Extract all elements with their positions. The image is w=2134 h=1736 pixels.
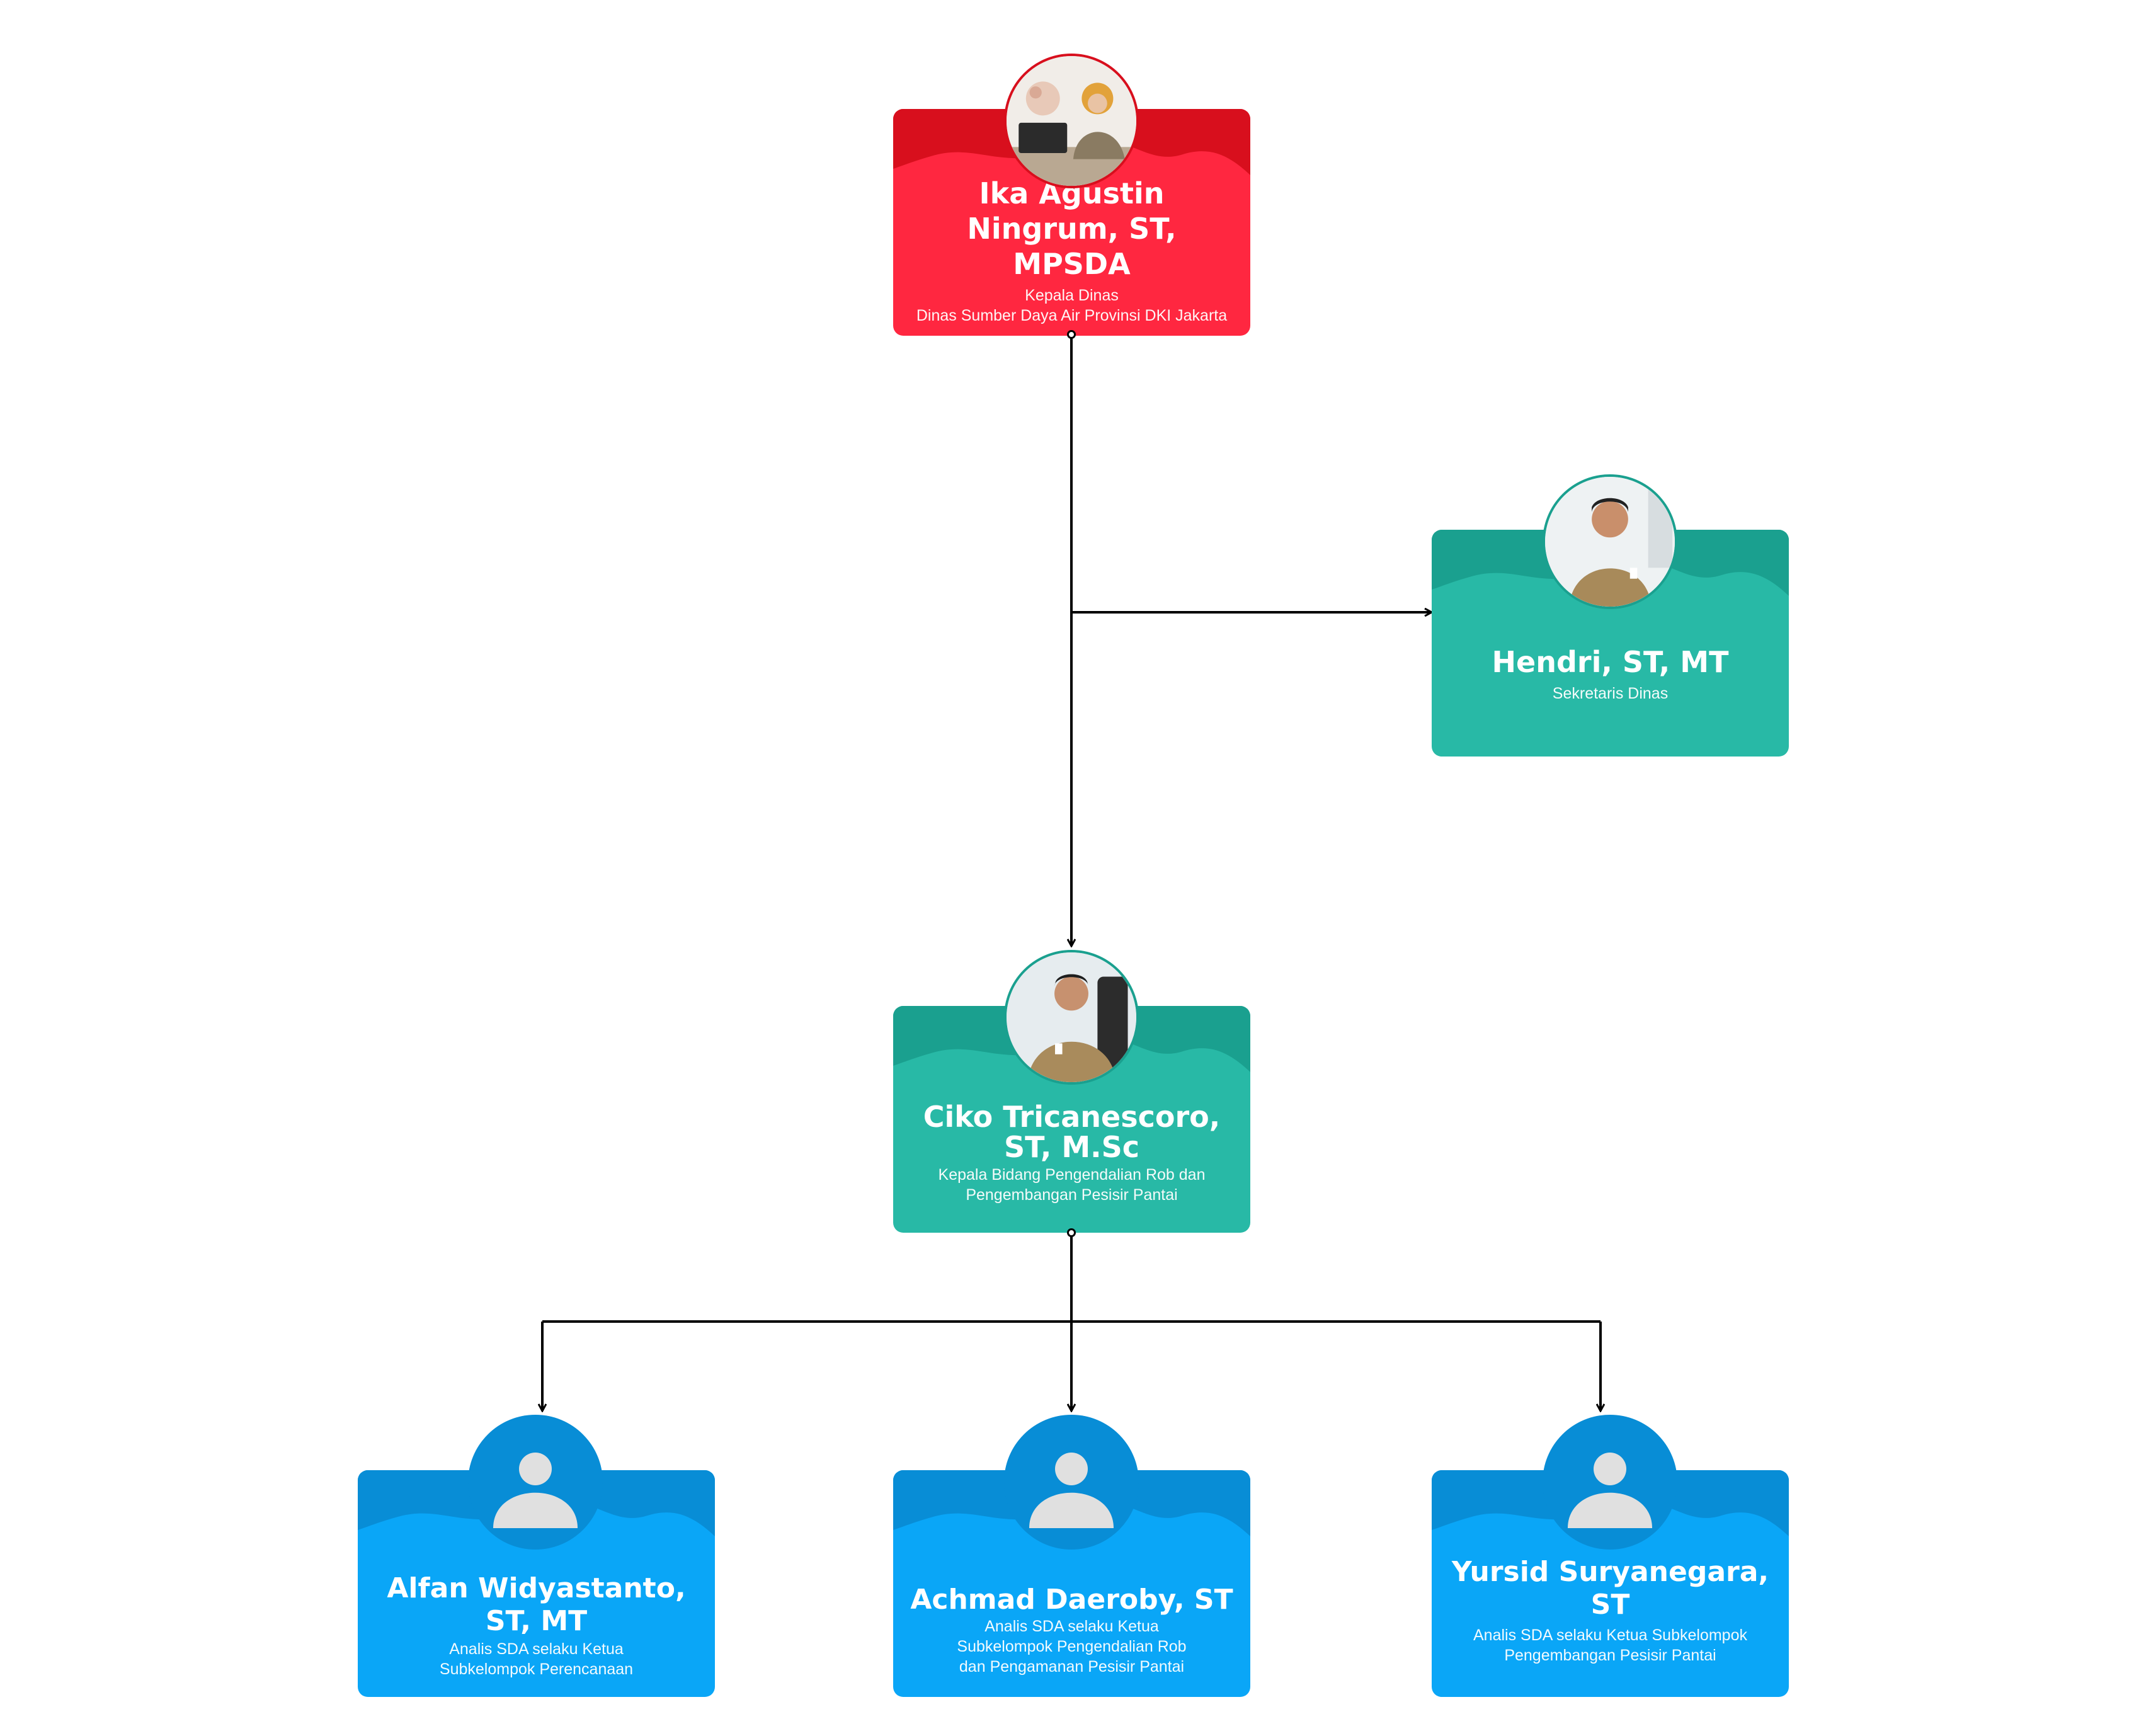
node-role: Kepala Dinas Dinas Sumber Daya Air Provi… bbox=[916, 287, 1228, 324]
connector-origin-dot bbox=[1067, 330, 1076, 339]
person-placeholder-icon bbox=[1004, 1415, 1139, 1550]
man-in-uniform-photo bbox=[1543, 474, 1677, 609]
connector-origin-dot bbox=[1067, 1228, 1076, 1237]
node-name: Alfan Widyastanto, ST, MT bbox=[387, 1572, 686, 1637]
node-role: Kepala Bidang Pengendalian Rob dan Penge… bbox=[938, 1166, 1206, 1204]
person-placeholder-icon bbox=[468, 1415, 603, 1550]
node-name: Yursid Suryanegara, ST bbox=[1451, 1556, 1769, 1621]
node-name: Achmad Daeroby, ST bbox=[910, 1584, 1233, 1616]
org-card-secretary[interactable]: Hendri, ST, MT Sekretaris Dinas bbox=[1432, 530, 1789, 757]
node-role: Sekretaris Dinas bbox=[1552, 685, 1669, 702]
node-name: Ika Agustin Ningrum, ST, MPSDA bbox=[967, 176, 1177, 281]
node-role: Analis SDA selaku Ketua Subkelompok Peng… bbox=[1473, 1626, 1747, 1664]
node-role: Analis SDA selaku Ketua Subkelompok Peng… bbox=[957, 1618, 1187, 1676]
man-seated-in-chair-photo bbox=[1004, 950, 1139, 1085]
node-name: Ciko Tricanescoro, ST, M.Sc bbox=[923, 1100, 1221, 1164]
person-placeholder-icon bbox=[1543, 1415, 1677, 1550]
woman-at-desk-photo bbox=[1004, 54, 1139, 188]
node-name: Hendri, ST, MT bbox=[1492, 645, 1729, 679]
node-role: Analis SDA selaku Ketua Subkelompok Pere… bbox=[439, 1640, 634, 1678]
org-card-staff-3[interactable]: Yursid Suryanegara, ST Analis SDA selaku… bbox=[1432, 1470, 1789, 1697]
